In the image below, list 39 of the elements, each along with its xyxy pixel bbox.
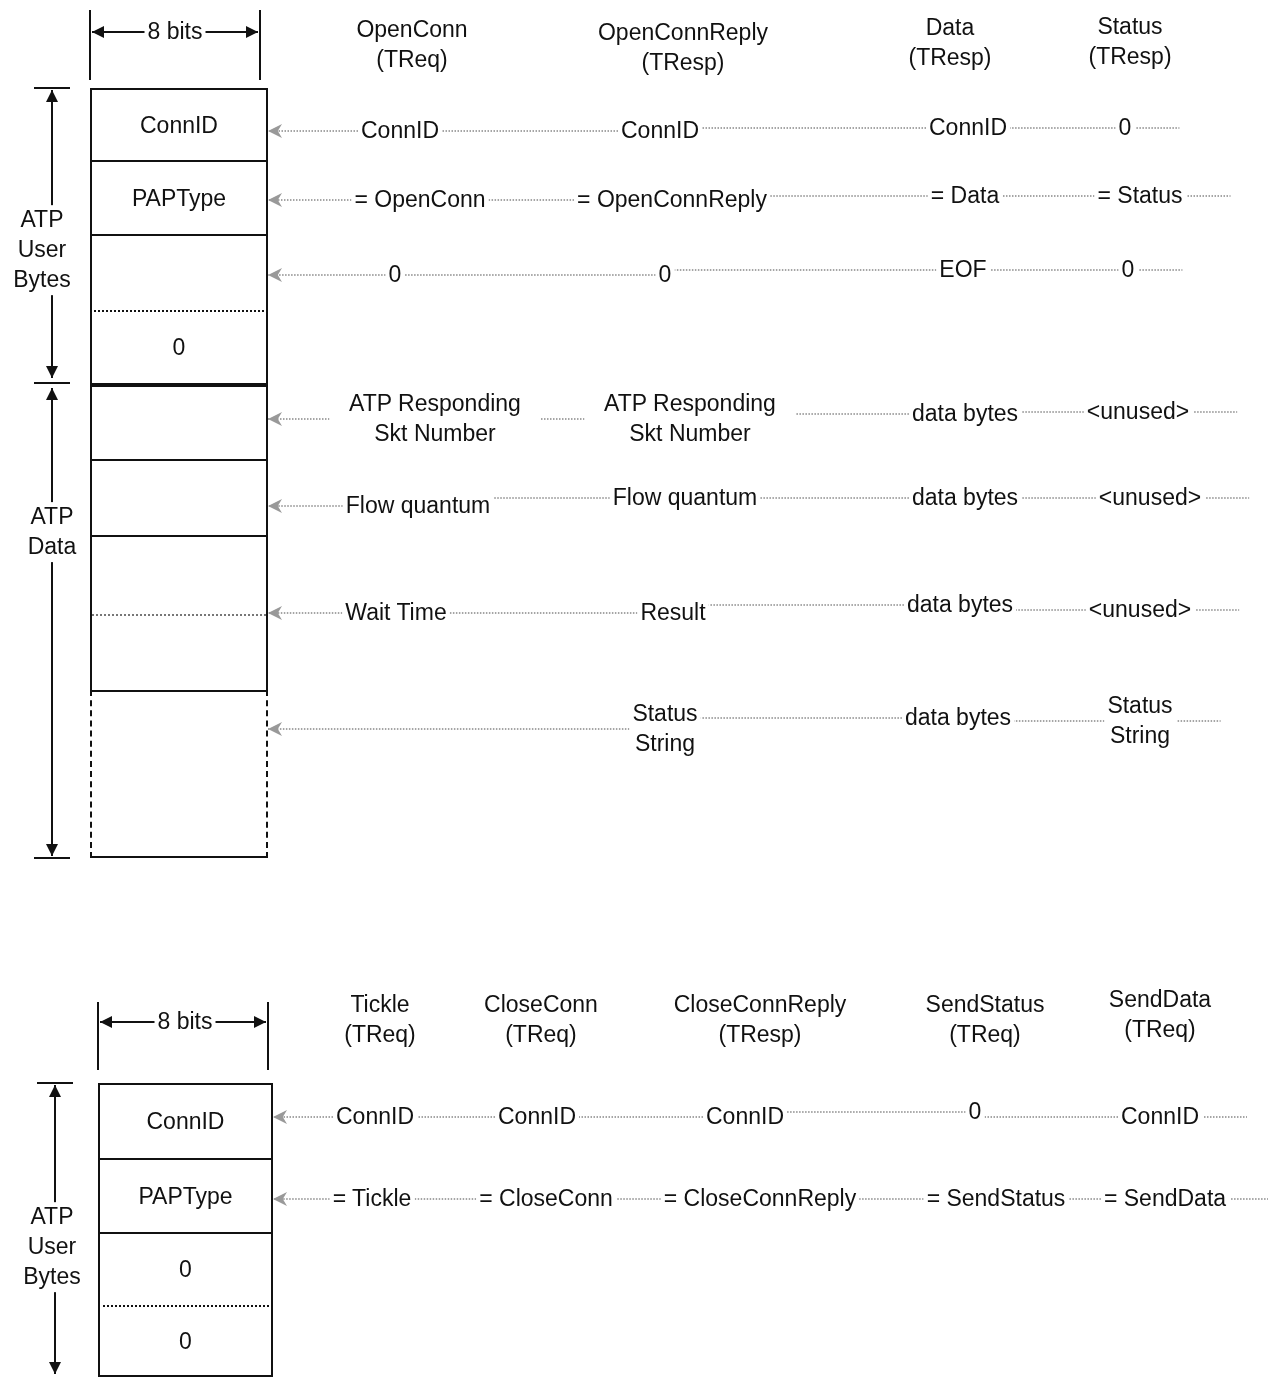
leader-line <box>448 612 639 614</box>
leader-line <box>1013 720 1106 722</box>
field-value: PAPType <box>138 1182 233 1210</box>
field-value: ConnID <box>146 1108 225 1135</box>
leader-arrow <box>267 606 344 620</box>
field-box <box>90 690 268 858</box>
field-box <box>90 234 268 310</box>
leader-line <box>487 199 575 201</box>
column-header: CloseConnReply (TResp) <box>673 990 847 1049</box>
column-header: CloseConn (TReq) <box>484 990 598 1049</box>
field-box <box>98 1305 273 1377</box>
field-box <box>98 1083 273 1158</box>
field-value: 0 <box>179 1256 192 1283</box>
leader-line <box>416 1116 496 1118</box>
field-box <box>90 160 268 234</box>
field-value: 0 <box>179 1327 192 1355</box>
column-header: SendStatus (TReq) <box>925 990 1045 1049</box>
column-header: OpenConnReply (TResp) <box>597 18 769 77</box>
field-box <box>90 310 268 383</box>
field-value: ConnID <box>140 111 218 139</box>
leader-arrow <box>272 1110 334 1124</box>
field-box <box>90 535 268 690</box>
field-box <box>98 1158 273 1232</box>
leader-line <box>441 130 619 132</box>
leader-line <box>413 1198 477 1200</box>
column-header: Tickle (TReq) <box>344 990 416 1049</box>
field-box <box>90 88 268 160</box>
field-box <box>90 383 268 459</box>
column-header: Data (TResp) <box>908 13 992 72</box>
column-header: Status (TResp) <box>1088 12 1172 71</box>
leader-line <box>701 127 927 129</box>
field-value: 0 <box>172 334 186 361</box>
field-box <box>90 459 268 535</box>
column-header: OpenConn (TReq) <box>356 15 468 74</box>
column-header: SendData (TReq) <box>1108 985 1212 1044</box>
field-box <box>98 1232 273 1305</box>
field-value: PAPType <box>131 184 227 212</box>
leader-arrow <box>267 722 631 736</box>
leader-arrow <box>267 124 359 138</box>
